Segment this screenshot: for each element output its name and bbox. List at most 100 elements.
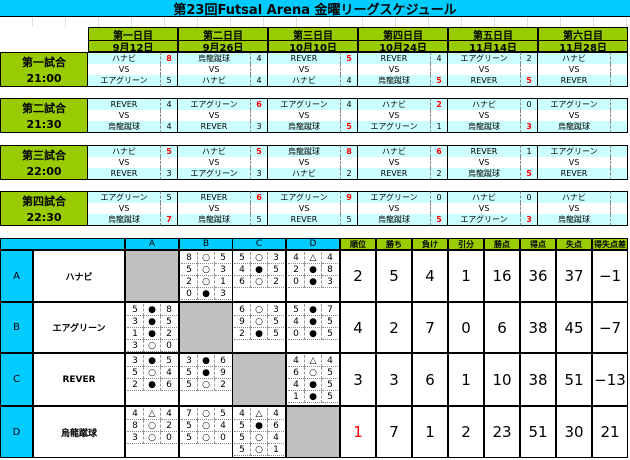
stat-goals-against: 51 — [556, 353, 592, 406]
opponent-header: D — [286, 238, 340, 250]
team-name: REVER — [538, 75, 610, 88]
goals-against: 4 — [322, 355, 338, 367]
score: 1 — [520, 145, 538, 157]
score-blank — [250, 109, 268, 122]
goals-for: 3 — [127, 355, 143, 367]
game-label: 第四試合 — [22, 195, 66, 208]
goals-against: 1 — [215, 276, 231, 288]
result-cell — [286, 250, 340, 302]
score-blank — [250, 202, 268, 215]
team-name: エアグリーン — [358, 121, 430, 134]
score: 4 — [340, 98, 358, 110]
goals-for: 5 — [234, 444, 250, 456]
team-name: REVER — [358, 168, 430, 181]
vs-label: VS — [268, 63, 340, 76]
team-name: REVER — [88, 98, 160, 110]
loss-icon: ● — [143, 316, 161, 328]
vs-label: VS — [178, 202, 250, 215]
win-icon: ○ — [250, 316, 268, 328]
team-name: エアグリーン — [88, 191, 160, 203]
goals-for: 0 — [288, 328, 304, 340]
score-blank — [250, 156, 268, 169]
loss-icon: ● — [143, 379, 161, 391]
team-name: REVER — [448, 75, 520, 88]
team-name: ハナビ — [448, 191, 520, 203]
team-name: エアグリーン — [538, 98, 610, 110]
team-name: 烏龍蹴球 — [358, 75, 430, 88]
score-blank — [520, 156, 538, 169]
score: 5 — [160, 191, 178, 203]
score: 1 — [430, 121, 448, 134]
standings-corner — [0, 238, 125, 250]
score: 2 — [520, 52, 538, 64]
vs-label: VS — [268, 202, 340, 215]
goals-against: 5 — [322, 367, 338, 379]
win-icon: ○ — [304, 367, 322, 379]
stat-losses: 7 — [412, 302, 448, 353]
team-name: ハナビ — [538, 191, 610, 203]
spreadsheet-gridlines — [0, 17, 630, 27]
stat-goals-for: 36 — [520, 250, 556, 302]
vs-label: VS — [178, 63, 250, 76]
opponent-header: C — [232, 238, 286, 250]
score: 3 — [160, 168, 178, 181]
score: 2 — [430, 98, 448, 110]
score: 5 — [160, 145, 178, 157]
stat-goals-against: 30 — [556, 406, 592, 458]
result-cell — [286, 353, 340, 406]
goals-for: 4 — [288, 252, 304, 264]
goals-for: 2 — [234, 328, 250, 340]
win-icon: ○ — [197, 276, 215, 288]
stat-header: 得点 — [520, 238, 556, 250]
day-date: 11月28日 — [538, 40, 628, 52]
vs-label: VS — [88, 63, 160, 76]
goals-against: 6 — [161, 379, 177, 391]
day-date: 10月24日 — [358, 40, 448, 52]
vs-label: VS — [448, 156, 520, 169]
goals-for: 4 — [127, 408, 143, 420]
stat-goals-for: 38 — [520, 353, 556, 406]
day-label: 第六日目 — [538, 27, 628, 40]
goals-for: 5 — [234, 252, 250, 264]
day-label: 第五日目 — [448, 27, 538, 40]
vs-label: VS — [358, 156, 430, 169]
team-name: エアグリーン — [268, 191, 340, 203]
stat-goals-for: 51 — [520, 406, 556, 458]
goals-against: 4 — [268, 408, 284, 420]
goals-against: 5 — [322, 391, 338, 403]
goals-for: 4 — [288, 316, 304, 328]
stat-goals-against: 37 — [556, 250, 592, 302]
team-letter: D — [0, 406, 33, 458]
goals-for: 5 — [127, 304, 143, 316]
goals-for: 6 — [234, 304, 250, 316]
win-icon: ○ — [197, 408, 215, 420]
team-name: 烏龍蹴球 — [88, 121, 160, 134]
goals-for: 5 — [181, 367, 197, 379]
score: 8 — [160, 52, 178, 64]
score-blank — [160, 202, 178, 215]
team-name: REVER — [358, 52, 430, 64]
loss-icon: ● — [143, 328, 161, 340]
score: 4 — [430, 52, 448, 64]
vs-label: VS — [88, 109, 160, 122]
goals-against: 5 — [268, 264, 284, 276]
team-name: ハナビ — [178, 145, 250, 157]
score — [610, 191, 628, 203]
score: 4 — [250, 52, 268, 64]
team-name: エアグリーン — [448, 52, 520, 64]
loss-icon: ● — [143, 304, 161, 316]
goals-for: 3 — [127, 432, 143, 444]
vs-label: VS — [178, 156, 250, 169]
goals-for: 4 — [234, 264, 250, 276]
score-blank — [610, 63, 628, 76]
win-icon: ○ — [250, 276, 268, 288]
score: 5 — [250, 145, 268, 157]
score: 8 — [340, 145, 358, 157]
score: 4 — [160, 98, 178, 110]
score-blank — [340, 156, 358, 169]
score-blank — [340, 109, 358, 122]
score: 6 — [250, 191, 268, 203]
